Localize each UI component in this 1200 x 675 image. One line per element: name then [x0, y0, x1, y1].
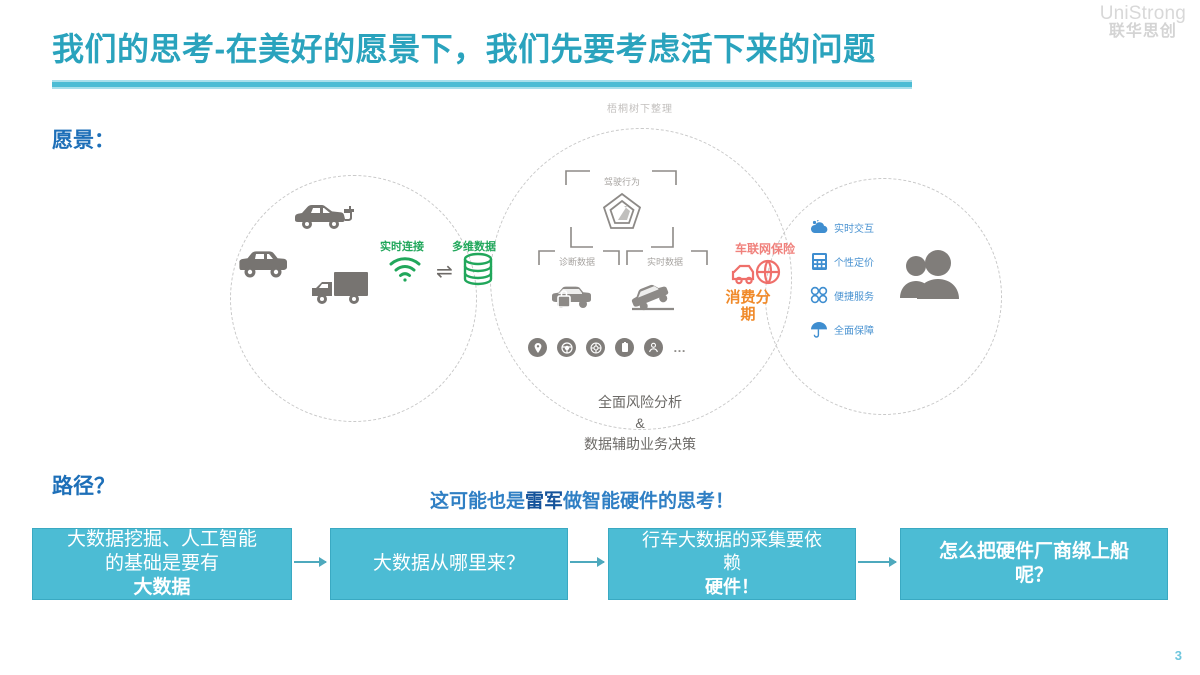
- ellipsis-label: …: [673, 340, 687, 355]
- driving-behavior-label: 驾驶行为: [603, 177, 640, 187]
- bottom-caption-line3: 数据辅助业务决策: [584, 436, 696, 452]
- diagnostic-data-label: 诊断数据: [558, 257, 595, 267]
- bottom-caption-line2: &: [635, 415, 645, 431]
- wifi-icon: [388, 256, 422, 287]
- realtime-connection-label: 实时连接: [380, 241, 424, 253]
- ev-car-charging-icon: [294, 200, 356, 234]
- battery-icon: [615, 338, 634, 357]
- flower-icon: [810, 286, 828, 304]
- diagram-top-caption: 梧桐树下整理: [607, 104, 673, 115]
- flow-arrow-3: [858, 557, 897, 567]
- multidim-data-label: 多维数据: [452, 241, 496, 253]
- flow-box-4-line2: 呢？: [1014, 565, 1053, 586]
- bracket-diagnostic-data: [538, 250, 620, 271]
- brand-logo: UniStrong 联华思创: [1100, 4, 1186, 41]
- path-flow: 大数据挖掘、人工智能 的基础是要有大数据 大数据从哪里来？ 行车大数据的采集要依…: [0, 528, 1200, 612]
- page-title: 我们的思考-在美好的愿景下，我们先要考虑活下来的问题: [52, 31, 876, 67]
- logo-chinese: 联华思创: [1108, 22, 1177, 40]
- people-icon: [900, 248, 962, 305]
- bracket-branch: [570, 226, 674, 253]
- cloud-icon: [810, 218, 828, 236]
- lei-note-prefix: 这可能也是: [430, 491, 526, 512]
- lei-note-highlight: 雷军: [525, 491, 564, 512]
- vision-diagram: 梧桐树下整理: [210, 100, 1010, 470]
- steering-wheel-icon: [557, 338, 576, 357]
- car-lock-icon: [550, 282, 596, 317]
- driver-icon: [644, 338, 663, 357]
- realtime-data-label: 实时数据: [646, 257, 683, 267]
- flow-box-1-line1: 大数据挖掘、人工智能: [66, 528, 257, 550]
- small-icons-row: …: [528, 338, 687, 357]
- compact-car-icon: [238, 248, 290, 280]
- umbrella-icon: [810, 320, 828, 338]
- database-icon: [462, 252, 494, 291]
- feature-item: 便捷服务: [810, 278, 874, 312]
- pentagon-radar-icon: [602, 192, 642, 237]
- feature-label: 便捷服务: [834, 291, 874, 303]
- bracket-realtime-data: [626, 250, 708, 271]
- lei-jun-note: 这可能也是雷军做智能硬件的思考！: [430, 486, 734, 513]
- truck-icon: [310, 268, 370, 308]
- bottom-caption-line1: 全面风险分析: [598, 394, 682, 410]
- feature-label: 全面保障: [834, 325, 874, 337]
- exchange-arrows-icon: ⇌: [436, 261, 453, 283]
- title-underline: [52, 80, 912, 89]
- flow-box-1[interactable]: 大数据挖掘、人工智能 的基础是要有大数据: [32, 528, 292, 600]
- feature-label: 实时交互: [834, 223, 874, 235]
- car-globe-icon: [730, 258, 786, 293]
- right-circle: [765, 178, 1002, 415]
- flow-box-1-line2: 的基础是要有大数据: [104, 552, 219, 599]
- flow-arrow-2: [570, 557, 605, 567]
- flow-arrow-1: [294, 557, 327, 567]
- bracket-driving-behavior: [565, 170, 677, 191]
- insurance-title: 车联网保险: [734, 242, 795, 256]
- left-circle: [230, 175, 477, 422]
- flow-box-2[interactable]: 大数据从哪里来？: [330, 528, 568, 600]
- page-number: 3: [1174, 648, 1182, 663]
- feature-item: 实时交互: [810, 210, 874, 244]
- car-crash-icon: [630, 282, 676, 317]
- vision-label: 愿景：: [52, 129, 115, 152]
- flow-box-3-line1: 行车大数据的采集要依: [642, 530, 822, 551]
- installment-label: 消费分期: [725, 289, 771, 323]
- location-pin-icon: [528, 338, 547, 357]
- feature-item: 个性定价: [810, 244, 874, 278]
- path-label: 路径？: [52, 475, 115, 498]
- feature-label: 个性定价: [834, 257, 874, 269]
- feature-item: 全面保障: [810, 312, 874, 346]
- flow-box-2-line1: 大数据从哪里来？: [372, 552, 525, 574]
- flow-box-4[interactable]: 怎么把硬件厂商绑上船 呢？: [900, 528, 1168, 600]
- tire-icon: [586, 338, 605, 357]
- flow-box-3-line2: 赖硬件！: [705, 553, 759, 597]
- diagram-bottom-caption: 全面风险分析 & 数据辅助业务决策: [520, 392, 760, 455]
- flow-box-4-line1: 怎么把硬件厂商绑上船: [938, 540, 1129, 562]
- flow-box-3[interactable]: 行车大数据的采集要依 赖硬件！: [608, 528, 856, 600]
- insurance-feature-list: 实时交互 个性定价 便捷服务 全面保障: [810, 210, 874, 346]
- calculator-icon: [810, 252, 828, 270]
- lei-note-suffix: 做智能硬件的思考！: [563, 491, 735, 512]
- logo-english: UniStrong: [1099, 3, 1186, 24]
